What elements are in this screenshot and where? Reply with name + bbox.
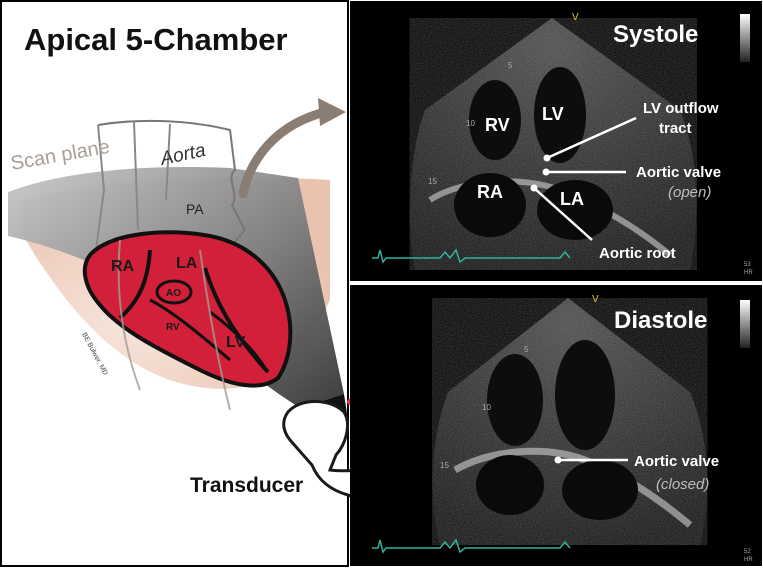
- gray-arrow-shaft: [238, 107, 330, 199]
- systole-rv-cavity: [469, 80, 521, 160]
- diastole-ecg-trace: [372, 538, 571, 554]
- heart-septum-2: [203, 267, 270, 374]
- outflow-dot: [543, 154, 551, 162]
- aorta-outline: [97, 119, 247, 246]
- ao-label: AO: [166, 288, 181, 299]
- la-label: LA: [176, 255, 198, 272]
- systole-depth-10: 10: [466, 119, 475, 128]
- systole-lv-cavity: [534, 67, 586, 163]
- heart-septum-3: [149, 298, 231, 362]
- heart-shape: [82, 230, 293, 388]
- diastole-title: Diastole: [614, 307, 707, 334]
- transducer-label: Transducer: [190, 474, 303, 497]
- systole-outflow-label-2: tract: [659, 120, 692, 137]
- diastole-grayscale-bar: [740, 300, 750, 348]
- overlay-lines: [117, 239, 231, 411]
- systole-title: Systole: [613, 21, 698, 48]
- systole-rv-label: RV: [485, 115, 510, 135]
- systole-root-label: Aortic root: [599, 245, 676, 262]
- systole-depth-15: 15: [428, 177, 437, 186]
- panel-divider: [350, 281, 762, 285]
- outflow-leader: [546, 116, 637, 160]
- diastole-depth-10: 10: [482, 403, 491, 412]
- systole-depth-5: 5: [508, 61, 513, 70]
- root-dot: [530, 184, 538, 192]
- diastole-valve-dot: [554, 456, 562, 464]
- systole-valve-dot: [542, 168, 550, 176]
- vessel-lines: [95, 121, 171, 251]
- systole-la-label: LA: [560, 189, 584, 209]
- systole-grayscale-bar: [740, 14, 750, 62]
- systole-la-cavity: [537, 180, 613, 240]
- root-leader: [533, 187, 593, 241]
- systole-hr-unit: HR: [744, 270, 753, 276]
- rv-label: RV: [166, 322, 180, 333]
- aortic-root-ellipse: [155, 279, 193, 305]
- diastole-hr-value: 52: [744, 549, 751, 555]
- diastole-rv-cavity: [487, 354, 543, 446]
- ra-label: RA: [111, 258, 135, 275]
- diastole-depth-15: 15: [440, 461, 449, 470]
- diastole-valve-label: Aortic valve: [634, 453, 719, 470]
- systole-marker: V: [572, 12, 579, 23]
- diastole-lv-cavity: [555, 340, 615, 450]
- figure-title: Apical 5-Chamber: [24, 22, 288, 57]
- systole-outflow-label-1: LV outflow: [643, 100, 719, 117]
- diastole-depth-5: 5: [524, 345, 529, 354]
- diastole-marker: V: [592, 294, 599, 305]
- systole-ra-label: RA: [477, 182, 503, 202]
- diastole-valve-state: (closed): [656, 476, 709, 493]
- systole-valve-label: Aortic valve: [636, 164, 721, 181]
- pa-label: PA: [186, 201, 204, 217]
- diastole-hr-unit: HR: [744, 557, 753, 563]
- systole-hr-value: 53: [744, 262, 751, 268]
- lv-label: LV: [226, 334, 246, 351]
- systole-lv-label: LV: [542, 104, 564, 124]
- lv-wall: [209, 310, 267, 369]
- heart-septum-1: [118, 249, 152, 320]
- systole-ra-cavity: [454, 173, 526, 237]
- systole-ecg-trace: [372, 248, 571, 264]
- diastole-la-cavity: [562, 460, 638, 520]
- diastole-ra-cavity: [476, 455, 544, 515]
- gray-arrow-head: [318, 98, 346, 126]
- systole-valve-state: (open): [668, 184, 711, 201]
